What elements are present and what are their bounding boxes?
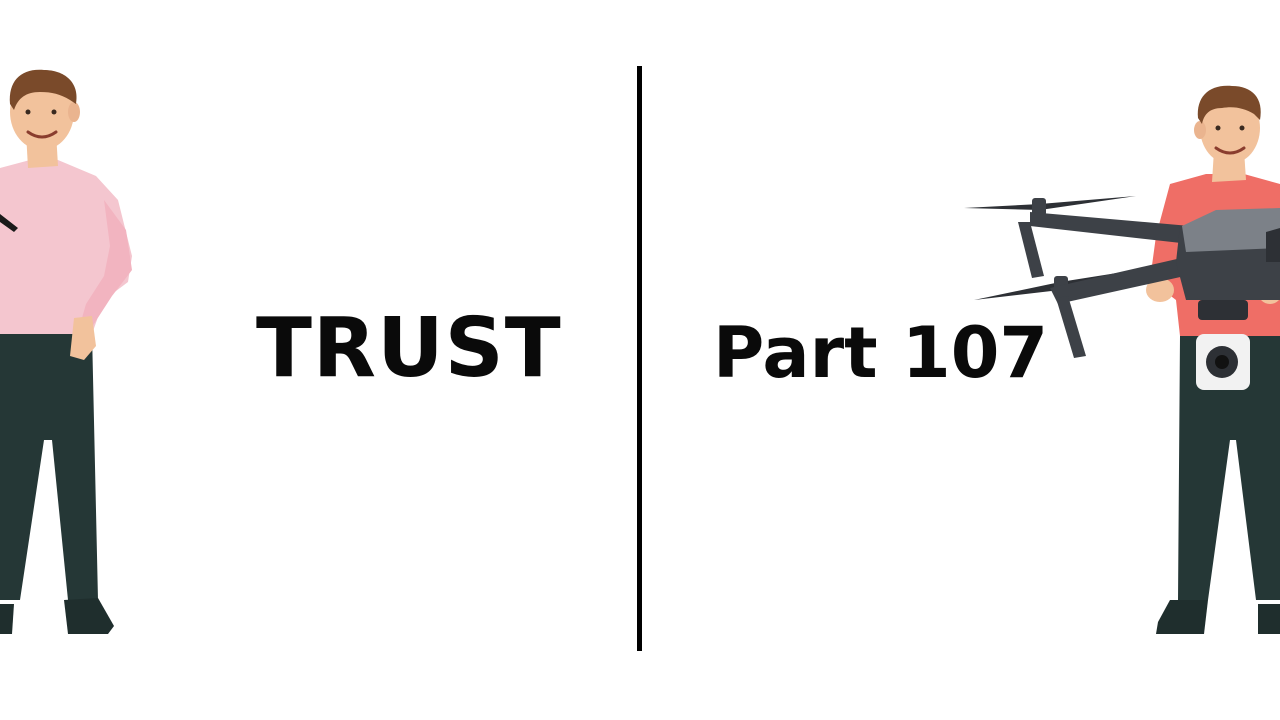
drone-motor-top bbox=[1032, 198, 1046, 216]
left-man-ear bbox=[68, 102, 80, 122]
drone-top-cover bbox=[1182, 208, 1280, 252]
part-107-label: Part 107 bbox=[713, 312, 1049, 394]
left-man-shoe-back bbox=[0, 604, 14, 634]
drone-gimbal-mount bbox=[1198, 300, 1248, 320]
drone-propeller-top bbox=[964, 196, 1136, 210]
drone-arm-bottom bbox=[1050, 256, 1194, 304]
right-man-shoe-right bbox=[1258, 604, 1280, 634]
drone-leg-bottom bbox=[1056, 296, 1086, 358]
drone bbox=[964, 196, 1280, 390]
drone-arm-top bbox=[1030, 212, 1190, 244]
right-man-pants bbox=[1178, 336, 1280, 600]
right-man-face bbox=[1200, 92, 1260, 164]
left-man-shoe bbox=[64, 598, 114, 634]
left-man-hand bbox=[70, 316, 96, 360]
right-man-left-hand bbox=[1146, 278, 1174, 302]
drone-leg-top bbox=[1018, 222, 1044, 278]
right-man-mouth bbox=[1214, 146, 1246, 155]
right-man-hair bbox=[1197, 85, 1261, 124]
left-man-arm bbox=[78, 200, 132, 332]
left-man-controller bbox=[0, 214, 18, 232]
left-man-hair bbox=[9, 69, 77, 110]
trust-label: TRUST bbox=[256, 301, 562, 396]
right-man-ear bbox=[1194, 121, 1206, 139]
left-man-mouth bbox=[26, 130, 58, 139]
right-man-shoe bbox=[1156, 600, 1208, 634]
drone-right-arm bbox=[1266, 228, 1280, 262]
center-divider bbox=[637, 66, 642, 651]
left-man-pants bbox=[0, 330, 98, 600]
